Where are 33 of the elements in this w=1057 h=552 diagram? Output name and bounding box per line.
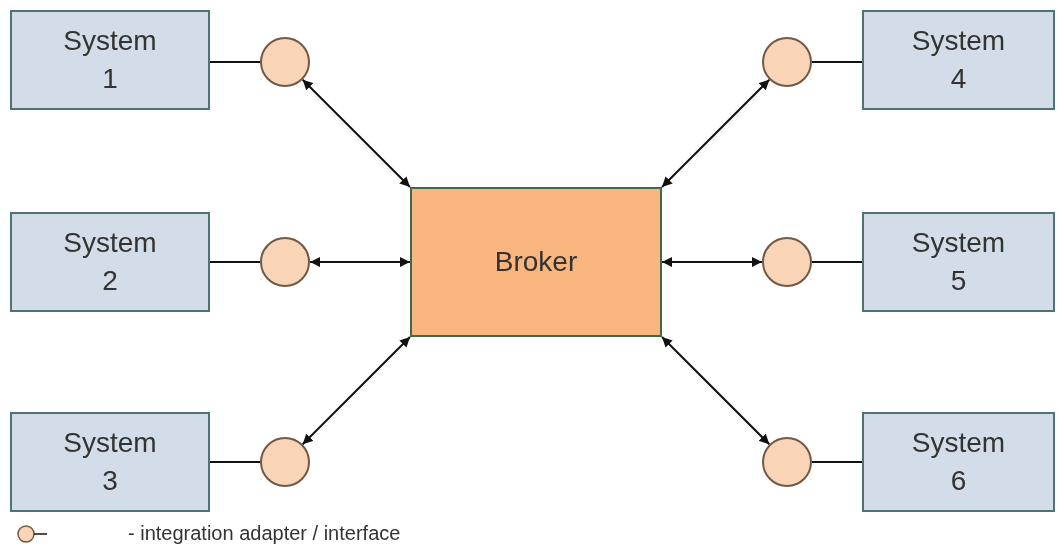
broker-box	[410, 187, 662, 337]
arrow	[661, 78, 771, 188]
node-label: System 4	[910, 24, 1007, 96]
node-label: System 5	[910, 226, 1007, 298]
arrow	[301, 78, 411, 188]
arrow	[309, 257, 411, 267]
connector-line	[209, 261, 261, 263]
node-label: Broker	[494, 245, 578, 279]
legend-text: - integration adapter / interface	[128, 522, 401, 545]
system-box	[862, 412, 1055, 512]
system-box	[862, 10, 1055, 110]
system-box	[10, 412, 210, 512]
adapter-circle	[260, 437, 310, 487]
connector-line	[811, 261, 863, 263]
adapter-circle	[260, 237, 310, 287]
node-label: System 1	[62, 24, 158, 96]
adapter-circle	[762, 237, 812, 287]
adapter-circle	[762, 437, 812, 487]
arrow	[661, 336, 771, 446]
connector-line	[811, 61, 863, 63]
arrow	[301, 336, 411, 446]
system-box	[10, 212, 210, 312]
system-box	[10, 10, 210, 110]
node-label: System 6	[910, 426, 1007, 498]
system-box	[862, 212, 1055, 312]
node-label: System 2	[62, 226, 158, 298]
connector-line	[209, 61, 261, 63]
adapter-circle	[260, 37, 310, 87]
node-label: System 3	[62, 426, 158, 498]
connector-line	[811, 461, 863, 463]
connector-line	[209, 461, 261, 463]
arrow	[661, 257, 763, 267]
adapter-circle	[762, 37, 812, 87]
